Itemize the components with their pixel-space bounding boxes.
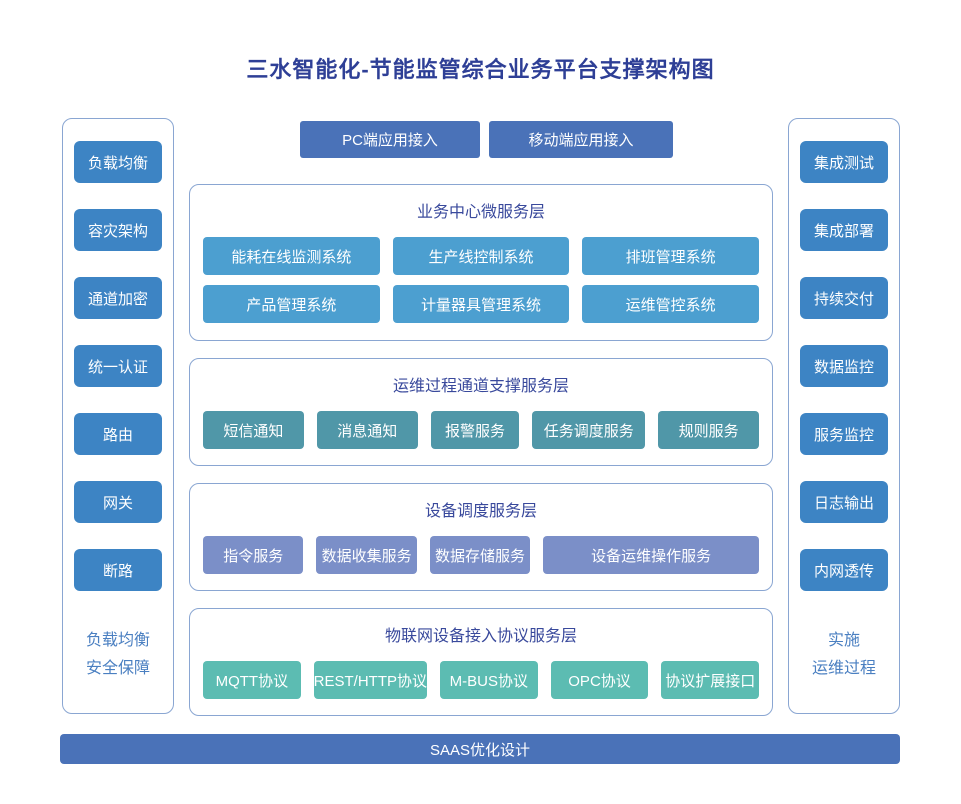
layer-box-message-notify: 消息通知 [316, 411, 418, 449]
layer-box-opc-protocol: OPC协议 [550, 661, 649, 699]
layer-box-command-service: 指令服务 [203, 536, 304, 574]
right-panel-caption-line1: 实施 [827, 632, 860, 649]
layer-business-microservices: 业务中心微服务层 能耗在线监测系统 生产线控制系统 排班管理系统 产品管理系统 … [189, 184, 773, 341]
layer-title: 物联网设备接入协议服务层 [384, 628, 577, 645]
layer-iot-protocols: 物联网设备接入协议服务层 MQTT协议 REST/HTTP协议 M-BUS协议 … [189, 608, 773, 716]
layer-title: 运维过程通道支撑服务层 [392, 378, 569, 395]
layer-box-energy-monitoring: 能耗在线监测系统 [203, 237, 380, 275]
layer-box-mqtt-protocol: MQTT协议 [203, 661, 301, 699]
right-panel-box-integration-test: 集成测试 [800, 141, 888, 183]
layer-row: 短信通知 消息通知 报警服务 任务调度服务 规则服务 [190, 411, 772, 449]
layer-box-production-line-control: 生产线控制系统 [392, 237, 570, 275]
right-panel-box-data-monitoring: 数据监控 [800, 345, 888, 387]
left-panel: 负载均衡 容灾架构 通道加密 统一认证 路由 网关 断路 负载均衡 安全保障 [62, 118, 174, 714]
layer-box-metering-management: 计量器具管理系统 [392, 285, 570, 323]
layer-row: 指令服务 数据收集服务 数据存储服务 设备运维操作服务 [190, 536, 772, 574]
layer-grid: 能耗在线监测系统 生产线控制系统 排班管理系统 产品管理系统 计量器具管理系统 … [190, 237, 772, 323]
layer-title: 业务中心微服务层 [416, 204, 545, 221]
page-title: 三水智能化-节能监管综合业务平台支撑架构图 [246, 57, 715, 82]
right-panel-box-intranet-passthrough: 内网透传 [800, 549, 888, 591]
layer-device-scheduling: 设备调度服务层 指令服务 数据收集服务 数据存储服务 设备运维操作服务 [189, 483, 773, 591]
mobile-app-access-button: 移动端应用接入 [489, 121, 673, 158]
left-panel-box-load-balance: 负载均衡 [74, 141, 162, 183]
saas-optimization-bar: SAAS优化设计 [60, 734, 900, 764]
left-panel-caption: 负载均衡 安全保障 [86, 627, 150, 683]
layer-box-device-ops-operation: 设备运维操作服务 [543, 536, 759, 574]
right-panel-caption-line2: 运维过程 [811, 660, 876, 677]
layer-box-ops-control: 运维管控系统 [582, 285, 759, 323]
layer-box-data-collection: 数据收集服务 [316, 536, 417, 574]
layer-box-mbus-protocol: M-BUS协议 [440, 661, 538, 699]
left-panel-caption-line1: 负载均衡 [85, 632, 150, 649]
right-panel-caption: 实施 运维过程 [812, 627, 876, 683]
layer-box-product-management: 产品管理系统 [203, 285, 380, 323]
pc-app-access-button: PC端应用接入 [300, 121, 480, 158]
layer-box-rule-service: 规则服务 [658, 411, 759, 449]
right-panel-box-log-output: 日志输出 [800, 481, 888, 523]
left-panel-box-disaster-recovery: 容灾架构 [74, 209, 162, 251]
layer-box-alarm-service: 报警服务 [430, 411, 520, 449]
left-panel-box-circuit-break: 断路 [74, 549, 162, 591]
layer-box-data-storage: 数据存储服务 [429, 536, 531, 574]
left-panel-box-unified-auth: 统一认证 [74, 345, 162, 387]
layer-box-task-scheduling: 任务调度服务 [532, 411, 646, 449]
layer-box-rest-http-protocol: REST/HTTP协议 [313, 661, 428, 699]
layer-box-protocol-extension: 协议扩展接口 [661, 661, 760, 699]
right-panel-box-continuous-delivery: 持续交付 [800, 277, 888, 319]
left-panel-caption-line2: 安全保障 [85, 660, 150, 677]
layer-box-shift-management: 排班管理系统 [582, 237, 759, 275]
layer-row: MQTT协议 REST/HTTP协议 M-BUS协议 OPC协议 协议扩展接口 [190, 661, 772, 699]
left-panel-box-routing: 路由 [74, 413, 162, 455]
right-panel-box-service-monitoring: 服务监控 [800, 413, 888, 455]
right-panel: 集成测试 集成部署 持续交付 数据监控 服务监控 日志输出 内网透传 实施 运维… [788, 118, 900, 714]
right-panel-box-integration-deploy: 集成部署 [800, 209, 888, 251]
layer-ops-channel-support: 运维过程通道支撑服务层 短信通知 消息通知 报警服务 任务调度服务 规则服务 [189, 358, 773, 466]
layer-box-sms-notify: 短信通知 [203, 411, 304, 449]
layer-title: 设备调度服务层 [424, 503, 537, 520]
left-panel-box-channel-encryption: 通道加密 [74, 277, 162, 319]
left-panel-box-gateway: 网关 [74, 481, 162, 523]
